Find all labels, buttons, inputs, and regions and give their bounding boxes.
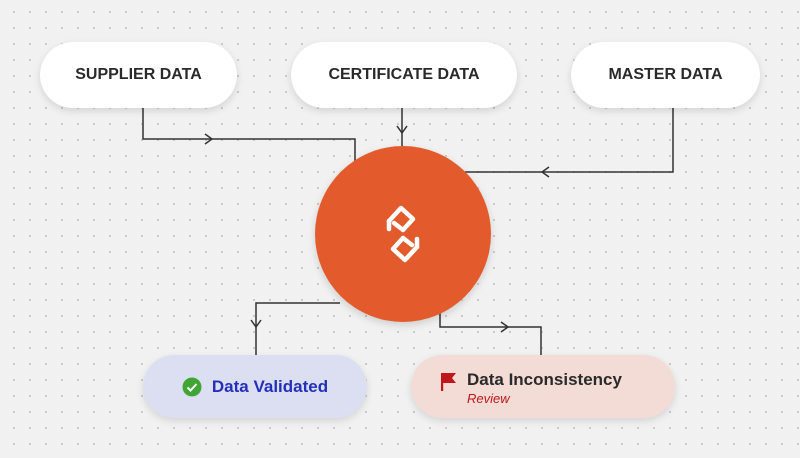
result-sublabel: Review bbox=[467, 391, 510, 406]
source-master-data[interactable]: MASTER DATA bbox=[571, 42, 760, 108]
result-data-validated[interactable]: Data Validated bbox=[143, 355, 367, 418]
result-label: Data Inconsistency bbox=[467, 370, 622, 389]
flag-icon bbox=[441, 373, 456, 391]
result-label: Data Validated bbox=[211, 376, 329, 396]
connector-validated bbox=[255, 302, 340, 355]
arrow-head bbox=[500, 321, 510, 333]
result-data-inconsistency[interactable]: Data Inconsistency Review bbox=[411, 355, 675, 418]
source-label: SUPPLIER DATA bbox=[75, 66, 202, 83]
arrow-head bbox=[540, 166, 550, 178]
chain-link-logo-icon bbox=[386, 205, 420, 263]
arrow-head bbox=[396, 125, 408, 135]
source-certificate-data[interactable]: CERTIFICATE DATA bbox=[291, 42, 517, 108]
check-circle-icon bbox=[182, 377, 202, 396]
connector-master bbox=[465, 108, 674, 173]
source-label: CERTIFICATE DATA bbox=[328, 66, 480, 83]
arrow-head bbox=[250, 319, 262, 329]
source-supplier-data[interactable]: SUPPLIER DATA bbox=[40, 42, 237, 108]
arrow-head bbox=[204, 133, 214, 145]
connector-supplier bbox=[142, 108, 356, 165]
processing-hub[interactable] bbox=[315, 146, 491, 322]
source-label: MASTER DATA bbox=[608, 66, 723, 83]
connector-inconsistency bbox=[439, 310, 542, 355]
